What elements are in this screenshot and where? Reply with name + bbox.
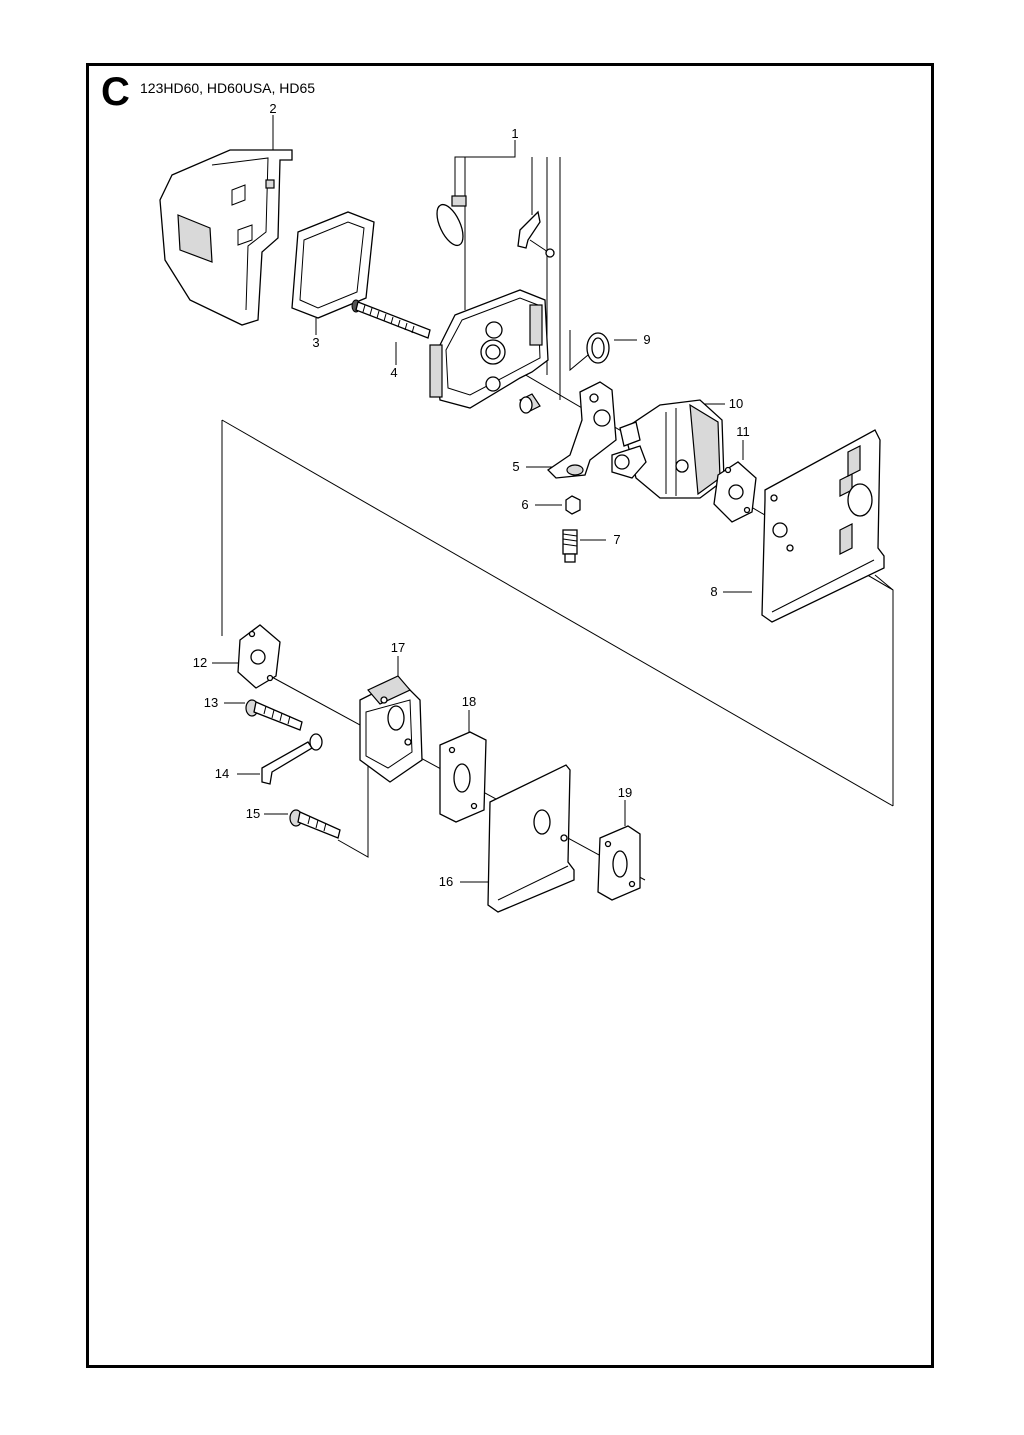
part-12-gasket [237, 624, 281, 689]
section-letter: C [101, 70, 130, 114]
part-5-bracket [546, 381, 617, 479]
part-8-plate [761, 429, 885, 623]
part-4-screw [351, 299, 431, 339]
callout-15: 15 [246, 806, 260, 821]
callout-1: 1 [511, 126, 518, 141]
callout-9: 9 [643, 332, 650, 347]
part-1-assembly [429, 195, 555, 409]
part-15-screw [289, 809, 341, 839]
callout-14: 14 [215, 766, 229, 781]
model-list: 123HD60, HD60USA, HD65 [140, 80, 316, 96]
callout-5: 5 [512, 459, 519, 474]
part-2-filter-cover [159, 149, 293, 326]
part-11-gasket [713, 461, 757, 523]
part-13-screw [245, 699, 303, 731]
part-9-oring [586, 332, 610, 364]
callout-19: 19 [618, 785, 632, 800]
callout-3: 3 [312, 335, 319, 350]
callout-17: 17 [391, 640, 405, 655]
callout-12: 12 [193, 655, 207, 670]
part-17-intake [359, 675, 423, 783]
callout-8: 8 [710, 584, 717, 599]
part-14-hex-key [261, 733, 323, 785]
part-6-nut [565, 495, 581, 515]
spacer [519, 393, 541, 414]
callout-labels: 1 2 3 4 5 6 7 8 9 10 11 12 13 14 15 16 1… [193, 101, 750, 889]
callout-16: 16 [439, 874, 453, 889]
callout-11: 11 [736, 424, 750, 439]
callout-4: 4 [390, 365, 397, 380]
callout-18: 18 [462, 694, 476, 709]
page-frame [86, 63, 934, 1368]
callout-13: 13 [204, 695, 218, 710]
part-16-plate [487, 764, 575, 913]
callout-7: 7 [613, 532, 620, 547]
leader-lines [212, 115, 894, 883]
callout-2: 2 [269, 101, 276, 116]
part-10-carburetor [611, 399, 725, 499]
part-7-screw [562, 529, 578, 563]
part-3-filter-element [291, 211, 375, 319]
callout-6: 6 [521, 497, 528, 512]
part-18-gasket [439, 731, 487, 823]
callout-10: 10 [729, 396, 743, 411]
part-19-gasket [597, 825, 641, 901]
